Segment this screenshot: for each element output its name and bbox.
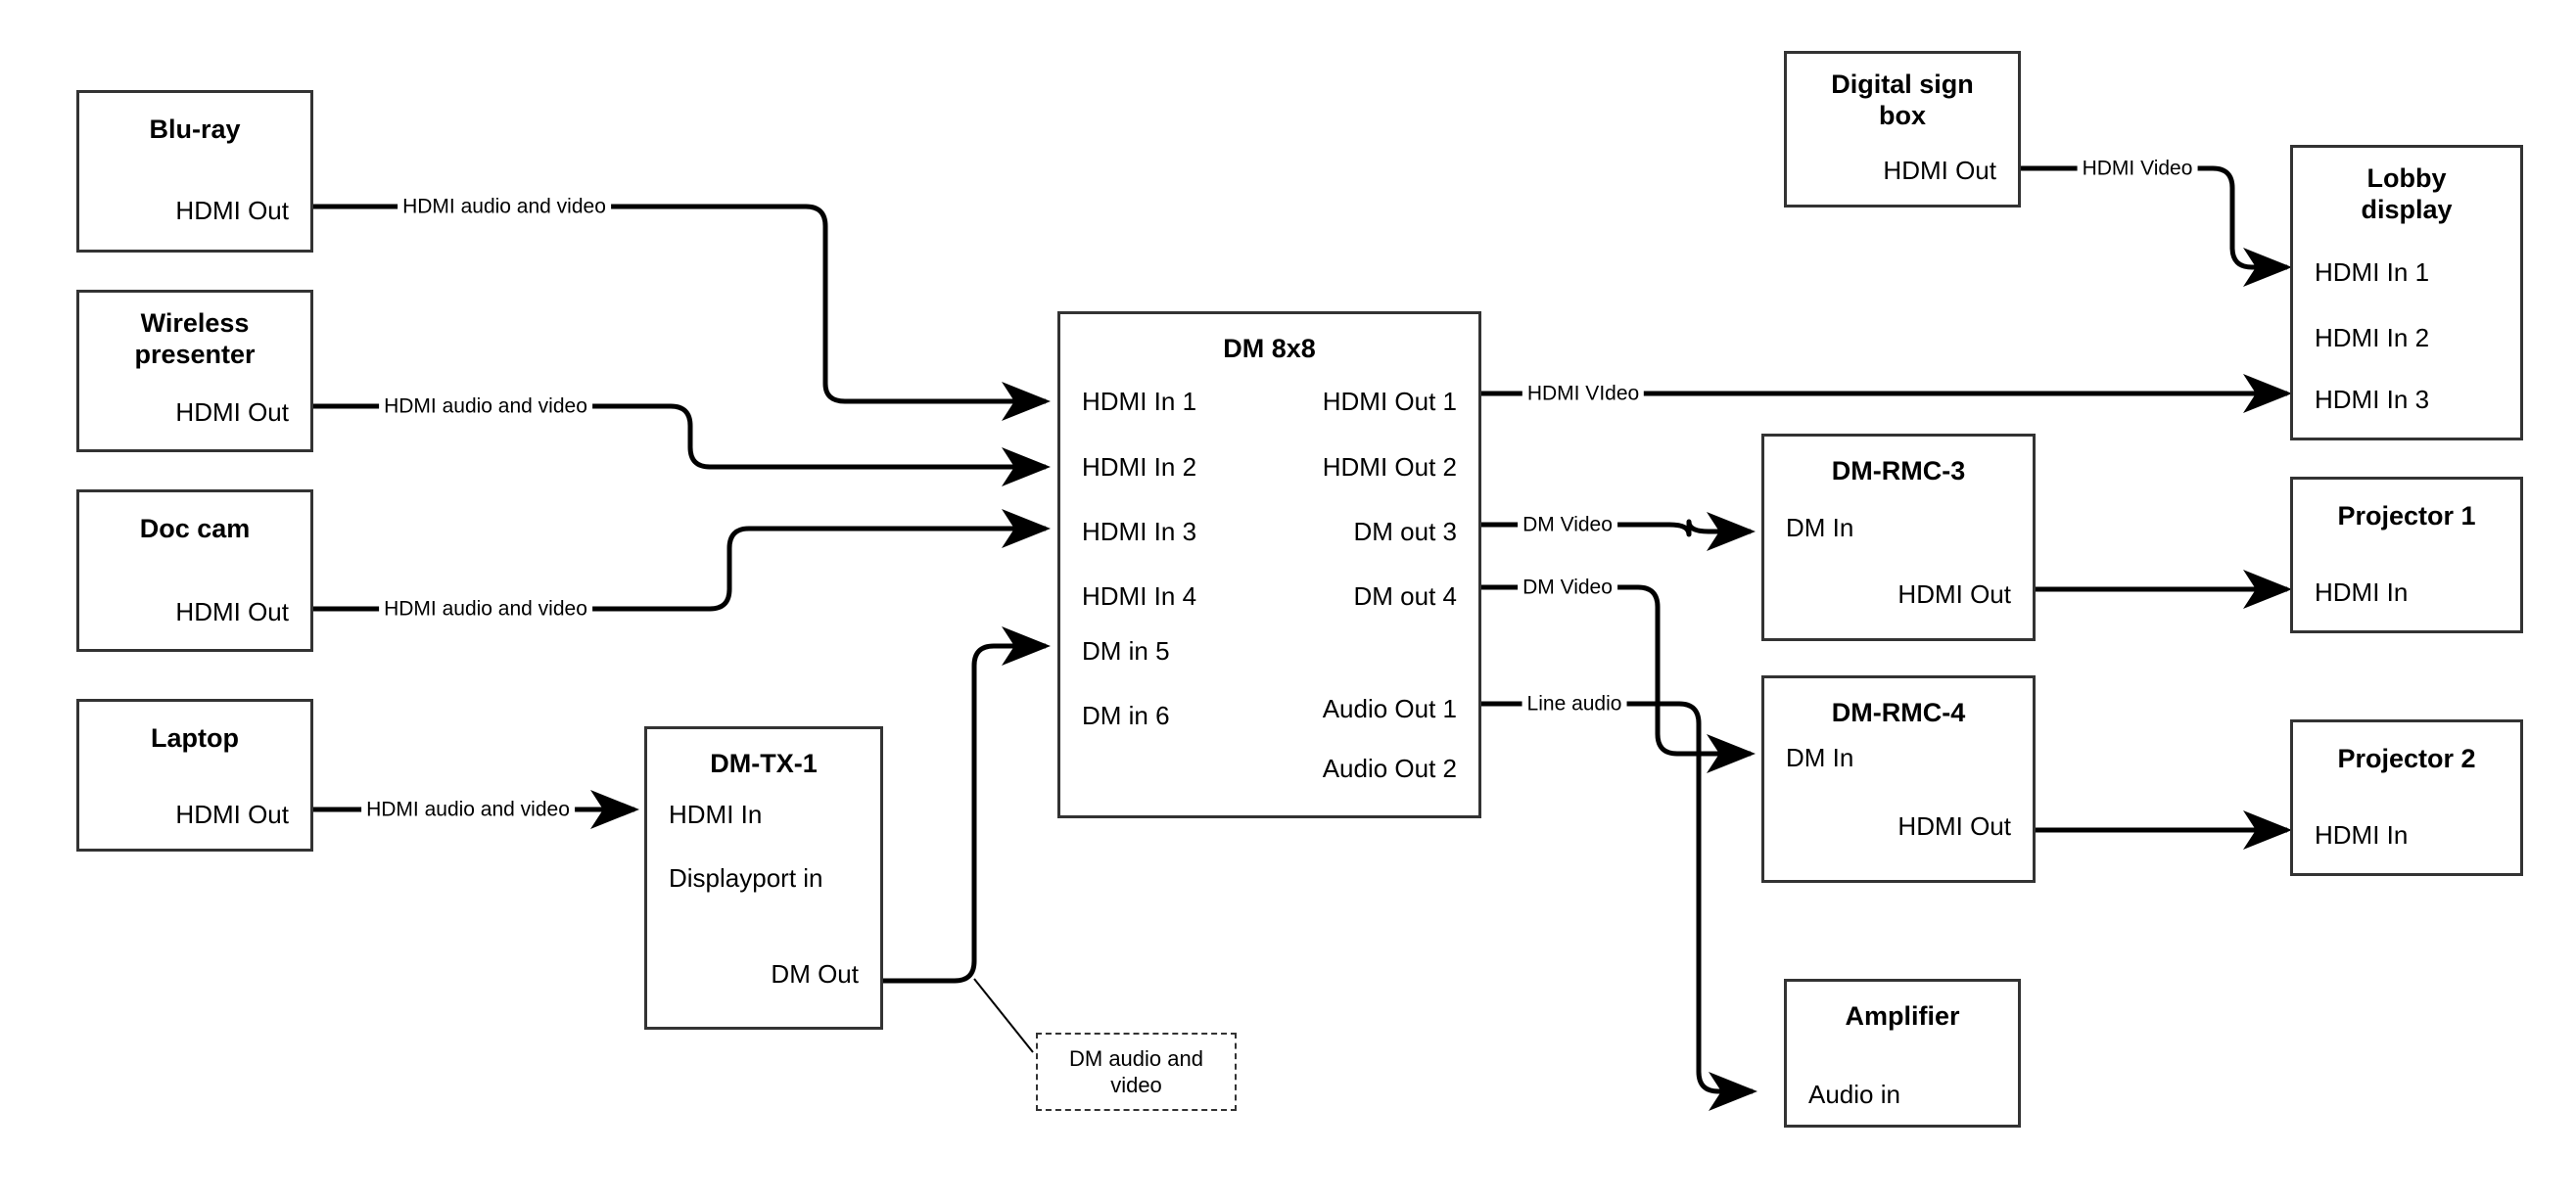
- edge-label-wireless-to-dm: HDMI audio and video: [379, 395, 592, 417]
- node-dm-8x8-output-hdmi-out-2: HDMI Out 2: [1322, 452, 1457, 482]
- node-wireless-presenter[interactable]: Wireless presenter HDMI Out: [76, 290, 313, 452]
- node-doc-cam-title: Doc cam: [139, 514, 251, 543]
- edge-label-dm-out-4: DM Video: [1518, 577, 1617, 598]
- node-bluray[interactable]: Blu-ray HDMI Out: [76, 90, 313, 253]
- node-dm-8x8-output-hdmi-out-1: HDMI Out 1: [1322, 387, 1457, 416]
- node-dm-tx-1-port-dm-out: DM Out: [771, 959, 859, 989]
- node-dm-rmc-3-title: DM-RMC-3: [1831, 456, 1966, 485]
- node-digital-sign-box[interactable]: Digital sign box HDMI Out: [1784, 51, 2021, 208]
- node-dm-tx-1[interactable]: DM-TX-1 HDMI In Displayport in DM Out: [644, 726, 883, 1030]
- node-dm-rmc-4[interactable]: DM-RMC-4 DM In HDMI Out: [1761, 675, 2036, 883]
- wire-wireless-to-dm-hdmi-in-2: [313, 403, 1051, 486]
- node-digital-sign-box-port-hdmi-out: HDMI Out: [1883, 156, 1996, 185]
- wire-dm-dmout3-to-dmrmc3: [1481, 512, 1756, 551]
- node-digital-sign-box-title: Digital sign box: [1831, 69, 1974, 130]
- node-projector-1[interactable]: Projector 1 HDMI In: [2290, 477, 2523, 633]
- node-dm-rmc-3[interactable]: DM-RMC-3 DM In HDMI Out: [1761, 434, 2036, 641]
- node-dm-tx-1-title: DM-TX-1: [710, 749, 818, 778]
- node-dm-8x8-output-dm-out-4: DM out 4: [1353, 581, 1458, 611]
- node-lobby-display[interactable]: Lobby display HDMI In 1 HDMI In 2 HDMI I…: [2290, 145, 2523, 440]
- node-dm-rmc-4-port-hdmi-out: HDMI Out: [1897, 811, 2011, 841]
- edge-label-doccam-to-dm: HDMI audio and video: [379, 598, 592, 620]
- node-wireless-presenter-title: Wireless presenter: [134, 308, 256, 369]
- node-dm-tx-1-port-hdmi-in: HDMI In: [669, 800, 763, 829]
- wire-bluray-to-dm-hdmi-in-1: [313, 204, 1051, 421]
- node-dm-rmc-4-title: DM-RMC-4: [1831, 698, 1966, 727]
- wire-sign-to-lobby-hdmi-in-1: [2021, 165, 2292, 287]
- node-dm-8x8-output-dm-out-3: DM out 3: [1353, 517, 1458, 546]
- node-dm-8x8-input-dm-in-5: DM in 5: [1082, 636, 1170, 666]
- node-bluray-port-hdmi-out: HDMI Out: [175, 196, 289, 225]
- node-projector-2[interactable]: Projector 2 HDMI In: [2290, 719, 2523, 876]
- wire-dmtx1-to-dm-in-5: [883, 626, 1051, 984]
- edge-label-dm-out-3: DM Video: [1518, 514, 1617, 535]
- node-dm-8x8-input-hdmi-in-3: HDMI In 3: [1082, 517, 1197, 546]
- node-lobby-display-input-hdmi-in-3: HDMI In 3: [2315, 385, 2430, 414]
- edge-label-sign-to-lobby: HDMI Video: [2077, 158, 2198, 179]
- node-dm-8x8-input-hdmi-in-1: HDMI In 1: [1082, 387, 1197, 416]
- node-amplifier[interactable]: Amplifier Audio in: [1784, 979, 2021, 1128]
- node-dm-tx-1-port-displayport-in: Displayport in: [669, 863, 823, 893]
- node-doc-cam-port-hdmi-out: HDMI Out: [175, 597, 289, 626]
- node-dm-rmc-3-port-hdmi-out: HDMI Out: [1897, 579, 2011, 609]
- node-projector-1-title: Projector 1: [2337, 501, 2476, 531]
- node-dm-8x8-input-hdmi-in-4: HDMI In 4: [1082, 581, 1197, 611]
- callout-leader-line: [973, 978, 1034, 1053]
- node-doc-cam[interactable]: Doc cam HDMI Out: [76, 489, 313, 652]
- wire-doccam-to-dm-hdmi-in-3: [313, 509, 1051, 612]
- node-dm-8x8-input-dm-in-6: DM in 6: [1082, 701, 1170, 730]
- node-dm-rmc-3-port-dm-in: DM In: [1786, 513, 1854, 542]
- node-dm-8x8-output-audio-out-1: Audio Out 1: [1322, 694, 1457, 723]
- node-dm-8x8-output-audio-out-2: Audio Out 2: [1322, 754, 1457, 783]
- edge-label-audio-out-1: Line audio: [1522, 693, 1627, 715]
- node-laptop-port-hdmi-out: HDMI Out: [175, 800, 289, 829]
- node-bluray-title: Blu-ray: [149, 115, 241, 144]
- edge-label-laptop-to-dmtx1: HDMI audio and video: [361, 799, 575, 820]
- node-lobby-display-title: Lobby display: [2361, 163, 2453, 224]
- node-lobby-display-input-hdmi-in-1: HDMI In 1: [2315, 257, 2430, 287]
- node-dm-8x8-input-hdmi-in-2: HDMI In 2: [1082, 452, 1197, 482]
- node-projector-2-title: Projector 2: [2337, 744, 2476, 773]
- node-amplifier-title: Amplifier: [1845, 1001, 1960, 1031]
- node-dm-8x8-title: DM 8x8: [1223, 334, 1316, 363]
- node-projector-1-port-hdmi-in: HDMI In: [2315, 577, 2409, 607]
- node-projector-2-port-hdmi-in: HDMI In: [2315, 820, 2409, 850]
- node-lobby-display-input-hdmi-in-2: HDMI In 2: [2315, 323, 2430, 352]
- node-wireless-presenter-port-hdmi-out: HDMI Out: [175, 397, 289, 427]
- edge-label-dm-hdmi-out-1: HDMI VIdeo: [1522, 383, 1645, 404]
- node-amplifier-port-audio-in: Audio in: [1808, 1080, 1900, 1109]
- wire-dm-dmout4-to-dmrmc4: [1481, 584, 1756, 773]
- node-dm-rmc-4-port-dm-in: DM In: [1786, 743, 1854, 772]
- edge-label-bluray-to-dm: HDMI audio and video: [398, 196, 611, 217]
- wire-dm-audioout1-to-amplifier: [1481, 701, 1757, 1111]
- node-laptop[interactable]: Laptop HDMI Out: [76, 699, 313, 852]
- callout-dm-audio-and-video: DM audio and video: [1036, 1033, 1237, 1111]
- node-dm-8x8[interactable]: DM 8x8 HDMI In 1 HDMI In 2 HDMI In 3 HDM…: [1057, 311, 1481, 818]
- node-laptop-title: Laptop: [151, 723, 239, 753]
